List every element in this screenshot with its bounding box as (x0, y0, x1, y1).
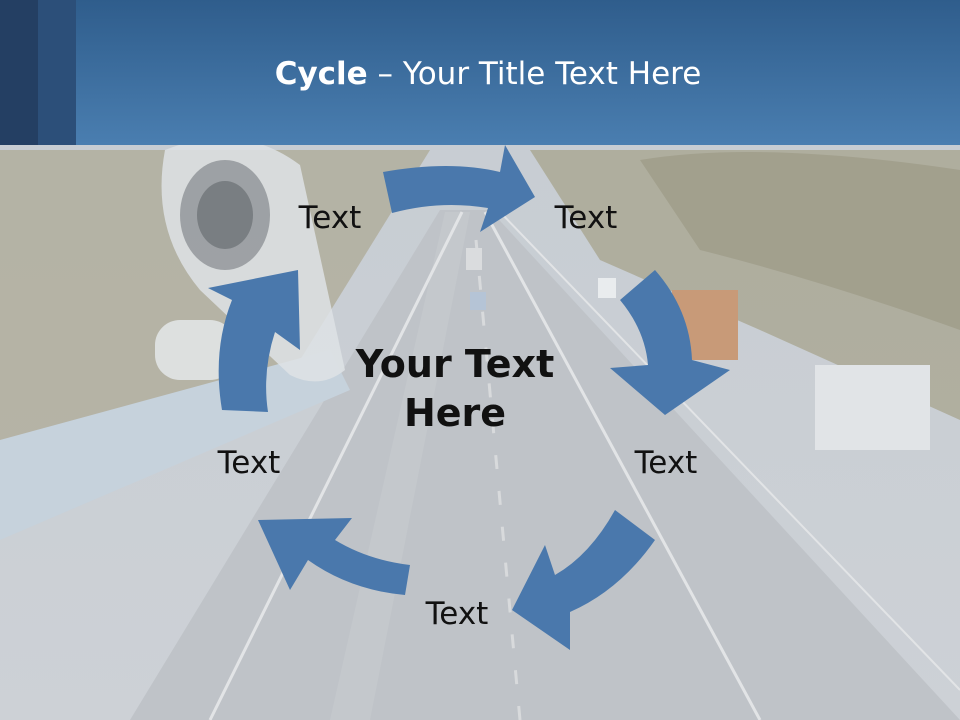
cycle-arrow-3 (512, 510, 655, 650)
cycle-node-label: Text (217, 445, 281, 481)
center-text: Your Text Here (355, 340, 555, 439)
header-accent-dark (0, 0, 38, 145)
cycle-arrow-4 (258, 518, 410, 595)
cycle-node-label: Text (298, 200, 362, 236)
cycle-node-label: Text (634, 445, 698, 481)
cycle-arrow-2 (610, 270, 730, 415)
title-bar: Cycle – Your Title Text Here (0, 0, 960, 145)
cycle-arrow-1 (383, 145, 535, 232)
cycle-node-label: Text (425, 596, 489, 632)
cycle-node-label: Text (554, 200, 618, 236)
slide-title: Cycle – Your Title Text Here (0, 56, 960, 92)
cycle-arrow-5 (208, 270, 300, 412)
header-accent-mid (38, 0, 76, 145)
title-bold: Cycle (274, 56, 368, 92)
center-text-line1: Your Text (355, 342, 555, 386)
center-text-line2: Here (403, 391, 507, 436)
truck-illustration (466, 248, 930, 450)
title-rest: – Your Title Text Here (367, 56, 702, 92)
